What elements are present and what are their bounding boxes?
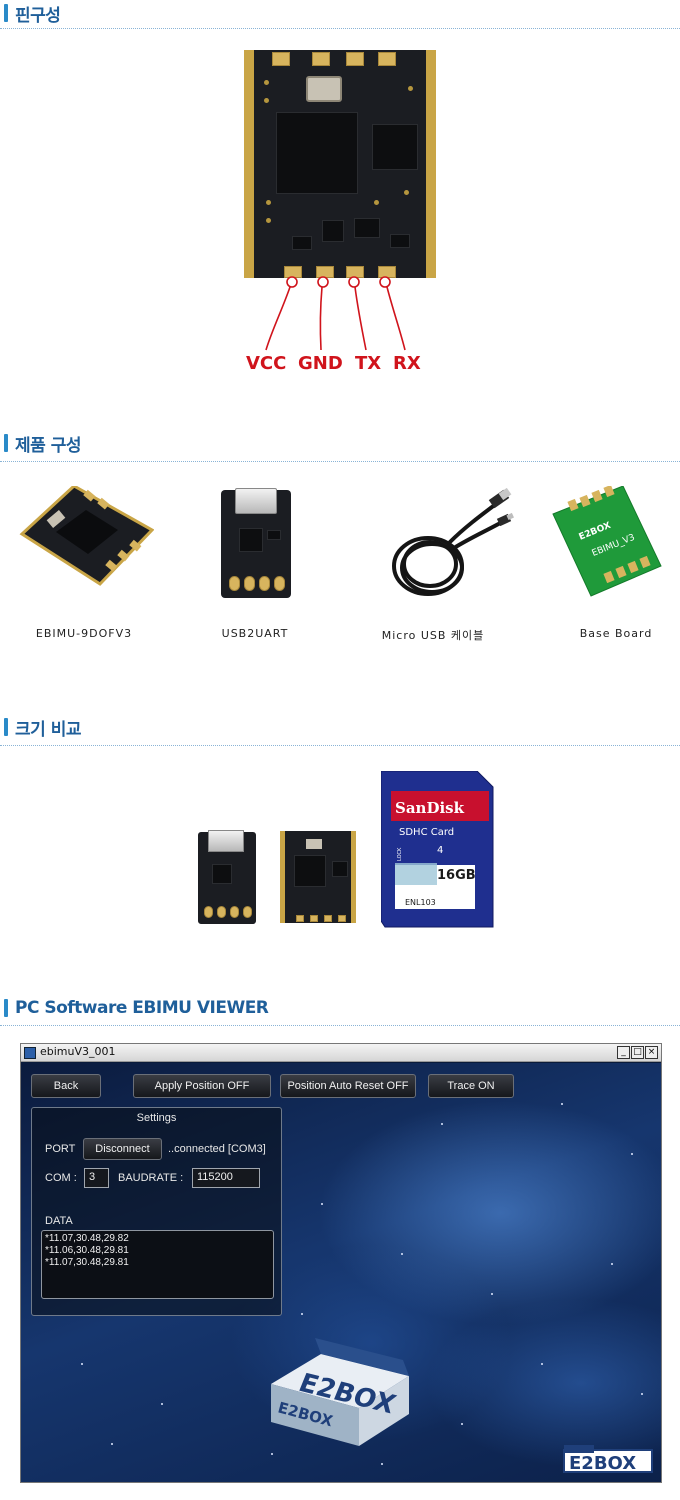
disconnect-button[interactable]: Disconnect (83, 1138, 162, 1160)
product-image-ebimu (14, 484, 155, 586)
section-marker (4, 999, 8, 1017)
data-line: *11.07,30.48,29.81 (45, 1257, 129, 1268)
pin-label-tx: TX (355, 353, 382, 374)
data-output[interactable]: *11.07,30.48,29.82 *11.06,30.48,29.81 *1… (41, 1230, 274, 1299)
section-title-text: 크기 비교 (15, 719, 81, 740)
baudrate-input[interactable]: 115200 (192, 1168, 260, 1188)
settings-title: Settings (136, 1112, 177, 1124)
main-ic (276, 112, 358, 194)
crystal (306, 76, 342, 102)
viewer-window: ebimuV3_001 _ □ × Back Apply Position OF… (20, 1043, 662, 1483)
sd-card-lock: LOCK (397, 847, 403, 861)
position-auto-reset-button[interactable]: Position Auto Reset OFF (280, 1074, 416, 1098)
window-titlebar[interactable]: ebimuV3_001 _ □ × (21, 1044, 661, 1062)
port-status: ..connected [COM3] (168, 1143, 266, 1155)
product-label-usb2uart: USB2UART (221, 627, 289, 640)
product-image-cable (384, 487, 520, 602)
sd-card-class: 4 (437, 845, 443, 856)
baudrate-label: BAUDRATE : (118, 1172, 184, 1184)
section-title-text: 핀구성 (15, 5, 61, 26)
back-button[interactable]: Back (31, 1074, 101, 1098)
e2box-logo: E2BOX (563, 1445, 653, 1474)
sd-card-capacity: 16GB (437, 868, 476, 883)
data-label: DATA (45, 1215, 73, 1227)
com-input[interactable]: 3 (84, 1168, 109, 1188)
section-marker (4, 434, 8, 452)
maximize-icon[interactable]: □ (631, 1046, 644, 1059)
product-label-base-board: Base Board (579, 627, 653, 640)
section-divider (0, 461, 680, 462)
section-title-product-composition: 제품 구성 (4, 432, 81, 456)
sd-card-code: ENL103 (405, 898, 436, 907)
section-marker (4, 718, 8, 736)
e2box-3d-cube: E2BOX E2BOX (271, 1338, 409, 1446)
module-photo-large (244, 50, 436, 278)
section-divider (0, 28, 680, 29)
pin-leader-lines (265, 276, 406, 351)
product-image-usb2uart (221, 488, 291, 598)
pin-label-rx: RX (393, 353, 421, 374)
section-title-text: PC Software EBIMU VIEWER (15, 998, 269, 1018)
window-title: ebimuV3_001 (40, 1045, 116, 1058)
e2box-logo-text: E2BOX (569, 1453, 636, 1474)
product-image-base-board: E2BOX EBIMU_V3 (549, 484, 665, 598)
section-title-pc-software: PC Software EBIMU VIEWER (4, 997, 269, 1019)
port-label: PORT (45, 1143, 76, 1155)
pin-label-gnd: GND (298, 353, 343, 374)
product-label-ebimu: EBIMU-9DOFV3 (35, 627, 133, 640)
app-icon (24, 1047, 36, 1059)
size-usb2uart (198, 830, 256, 924)
trace-button[interactable]: Trace ON (428, 1074, 514, 1098)
size-ebimu-module (280, 831, 356, 923)
section-divider (0, 745, 680, 746)
sd-card-type: SDHC Card (399, 827, 454, 838)
section-divider (0, 1025, 680, 1026)
size-sd-card: SanDisk SDHC Card 4 LOCK 16GB ENL103 (380, 770, 495, 931)
settings-panel: Settings PORT Disconnect ..connected [CO… (31, 1107, 282, 1316)
com-label: COM : (45, 1172, 77, 1184)
apply-position-button[interactable]: Apply Position OFF (133, 1074, 271, 1098)
product-label-micro-usb-cable: Micro USB 케이블 (381, 629, 485, 642)
minimize-icon[interactable]: _ (617, 1046, 630, 1059)
section-title-pin-config: 핀구성 (4, 2, 61, 26)
sd-card-brand: SanDisk (395, 799, 465, 817)
data-line: *11.06,30.48,29.81 (45, 1245, 129, 1256)
section-title-text: 제품 구성 (15, 435, 81, 456)
section-marker (4, 4, 8, 22)
section-title-size-compare: 크기 비교 (4, 716, 81, 740)
data-line: *11.07,30.48,29.82 (45, 1233, 129, 1244)
pin-label-vcc: VCC (246, 353, 287, 374)
close-icon[interactable]: × (645, 1046, 658, 1059)
